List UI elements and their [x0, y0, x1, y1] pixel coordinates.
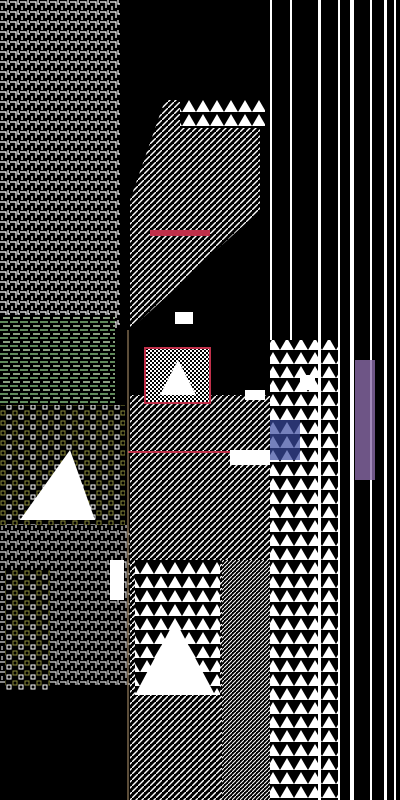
upper-triangle-strip [180, 98, 265, 128]
left-olive-blob [5, 570, 50, 690]
right-blue-marks [270, 420, 300, 460]
left-bottom-void [0, 685, 130, 800]
left-green-band [0, 315, 115, 405]
big-white-triangle [135, 620, 215, 695]
left-white-wedge [20, 450, 95, 520]
left-maze-region [0, 0, 120, 330]
top-void [185, 0, 265, 95]
right-diag-inset [222, 560, 270, 800]
square-inner-triangle [160, 360, 196, 395]
scattered-detail-marks [110, 230, 315, 600]
central-diagonal-band [130, 100, 260, 330]
right-triangle-column [270, 340, 340, 800]
right-vertical-stripes [270, 0, 396, 800]
